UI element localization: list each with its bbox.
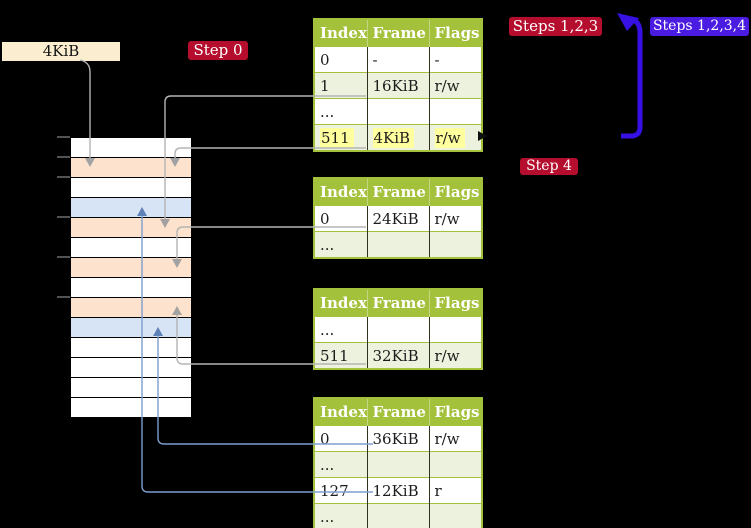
column-header: Flags (429, 178, 482, 206)
step-0-badge: Step 0 (188, 41, 248, 60)
memory-frame-row-1 (71, 158, 191, 178)
table-cell: r/w (429, 124, 482, 151)
memory-frame-row-3 (71, 198, 191, 218)
table-cell (367, 503, 430, 528)
highlighted-value: 4KiB (372, 127, 415, 148)
column-header: Index (314, 289, 368, 317)
column-header: Flags (429, 19, 482, 47)
column-header: Index (314, 19, 368, 47)
table-cell: 12KiB (367, 477, 430, 504)
column-header: Frame (367, 398, 430, 426)
table-cell: ... (314, 231, 368, 258)
table-row: ... (314, 98, 482, 125)
table-cell (367, 451, 430, 478)
table-cell (367, 231, 430, 258)
table-cell: r/w (429, 425, 482, 452)
column-header: Flags (429, 398, 482, 426)
table-cell: ... (314, 316, 368, 343)
memory-frame-row-8 (71, 298, 191, 318)
memory-frame-row-13 (71, 398, 191, 417)
column-header: Flags (429, 289, 482, 317)
table-row: 0-- (314, 46, 482, 73)
steps-1234-badge: Steps 1,2,3,4 (650, 17, 749, 36)
page-size-label: 4KiB (2, 42, 120, 61)
table-cell: 32KiB (367, 342, 430, 369)
highlighted-value: 511 (320, 127, 354, 148)
table-cell: 24KiB (367, 205, 430, 232)
table-row: ... (314, 231, 482, 258)
jump-arrow-icon (617, 13, 643, 139)
column-header: Frame (367, 19, 430, 47)
table-cell: - (367, 46, 430, 73)
column-header: Index (314, 398, 368, 426)
highlighted-value: r/w (434, 127, 465, 148)
memory-tick-marks (57, 136, 70, 298)
memory-frame-row-12 (71, 378, 191, 398)
column-header: Frame (367, 289, 430, 317)
table-cell: 4KiB (367, 124, 430, 151)
table-cell: ... (314, 451, 368, 478)
table-cell: 0 (314, 425, 368, 452)
table-cell: 16KiB (367, 72, 430, 99)
memory-frame-row-10 (71, 338, 191, 358)
column-header: Frame (367, 178, 430, 206)
table-row: ... (314, 316, 482, 343)
memory-frame-row-6 (71, 258, 191, 278)
table-cell (429, 503, 482, 528)
table-cell: r/w (429, 205, 482, 232)
physical-memory-stack (70, 137, 192, 418)
table-cell: - (429, 46, 482, 73)
table-cell: r (429, 477, 482, 504)
memory-frame-row-9 (71, 318, 191, 338)
table-cell: 511 (314, 124, 368, 151)
table-row: 511 4KiB r/w (314, 124, 482, 151)
table-cell: ... (314, 98, 368, 125)
table-cell (367, 316, 430, 343)
column-header: Index (314, 178, 368, 206)
table-cell (429, 231, 482, 258)
table-cell: r/w (429, 342, 482, 369)
memory-frame-row-7 (71, 278, 191, 298)
table-cell (429, 316, 482, 343)
table-cell: 0 (314, 205, 368, 232)
table-cell: 0 (314, 46, 368, 73)
table-cell (429, 451, 482, 478)
memory-frame-row-11 (71, 358, 191, 378)
table-cell: 36KiB (367, 425, 430, 452)
memory-frame-row-2 (71, 178, 191, 198)
table-cell: r/w (429, 72, 482, 99)
table-row: ... (314, 451, 482, 478)
steps-123-badge: Steps 1,2,3 (509, 17, 602, 36)
memory-frame-row-4 (71, 218, 191, 238)
memory-frame-row-5 (71, 238, 191, 258)
table-cell (429, 98, 482, 125)
table-cell: 1 (314, 72, 368, 99)
table-cell (367, 98, 430, 125)
table-cell: 127 (314, 477, 368, 504)
step-4-badge: Step 4 (520, 158, 578, 175)
table-cell: ... (314, 503, 368, 528)
table-row: ... (314, 503, 482, 528)
memory-frame-row-0 (71, 138, 191, 158)
table-cell: 511 (314, 342, 368, 369)
